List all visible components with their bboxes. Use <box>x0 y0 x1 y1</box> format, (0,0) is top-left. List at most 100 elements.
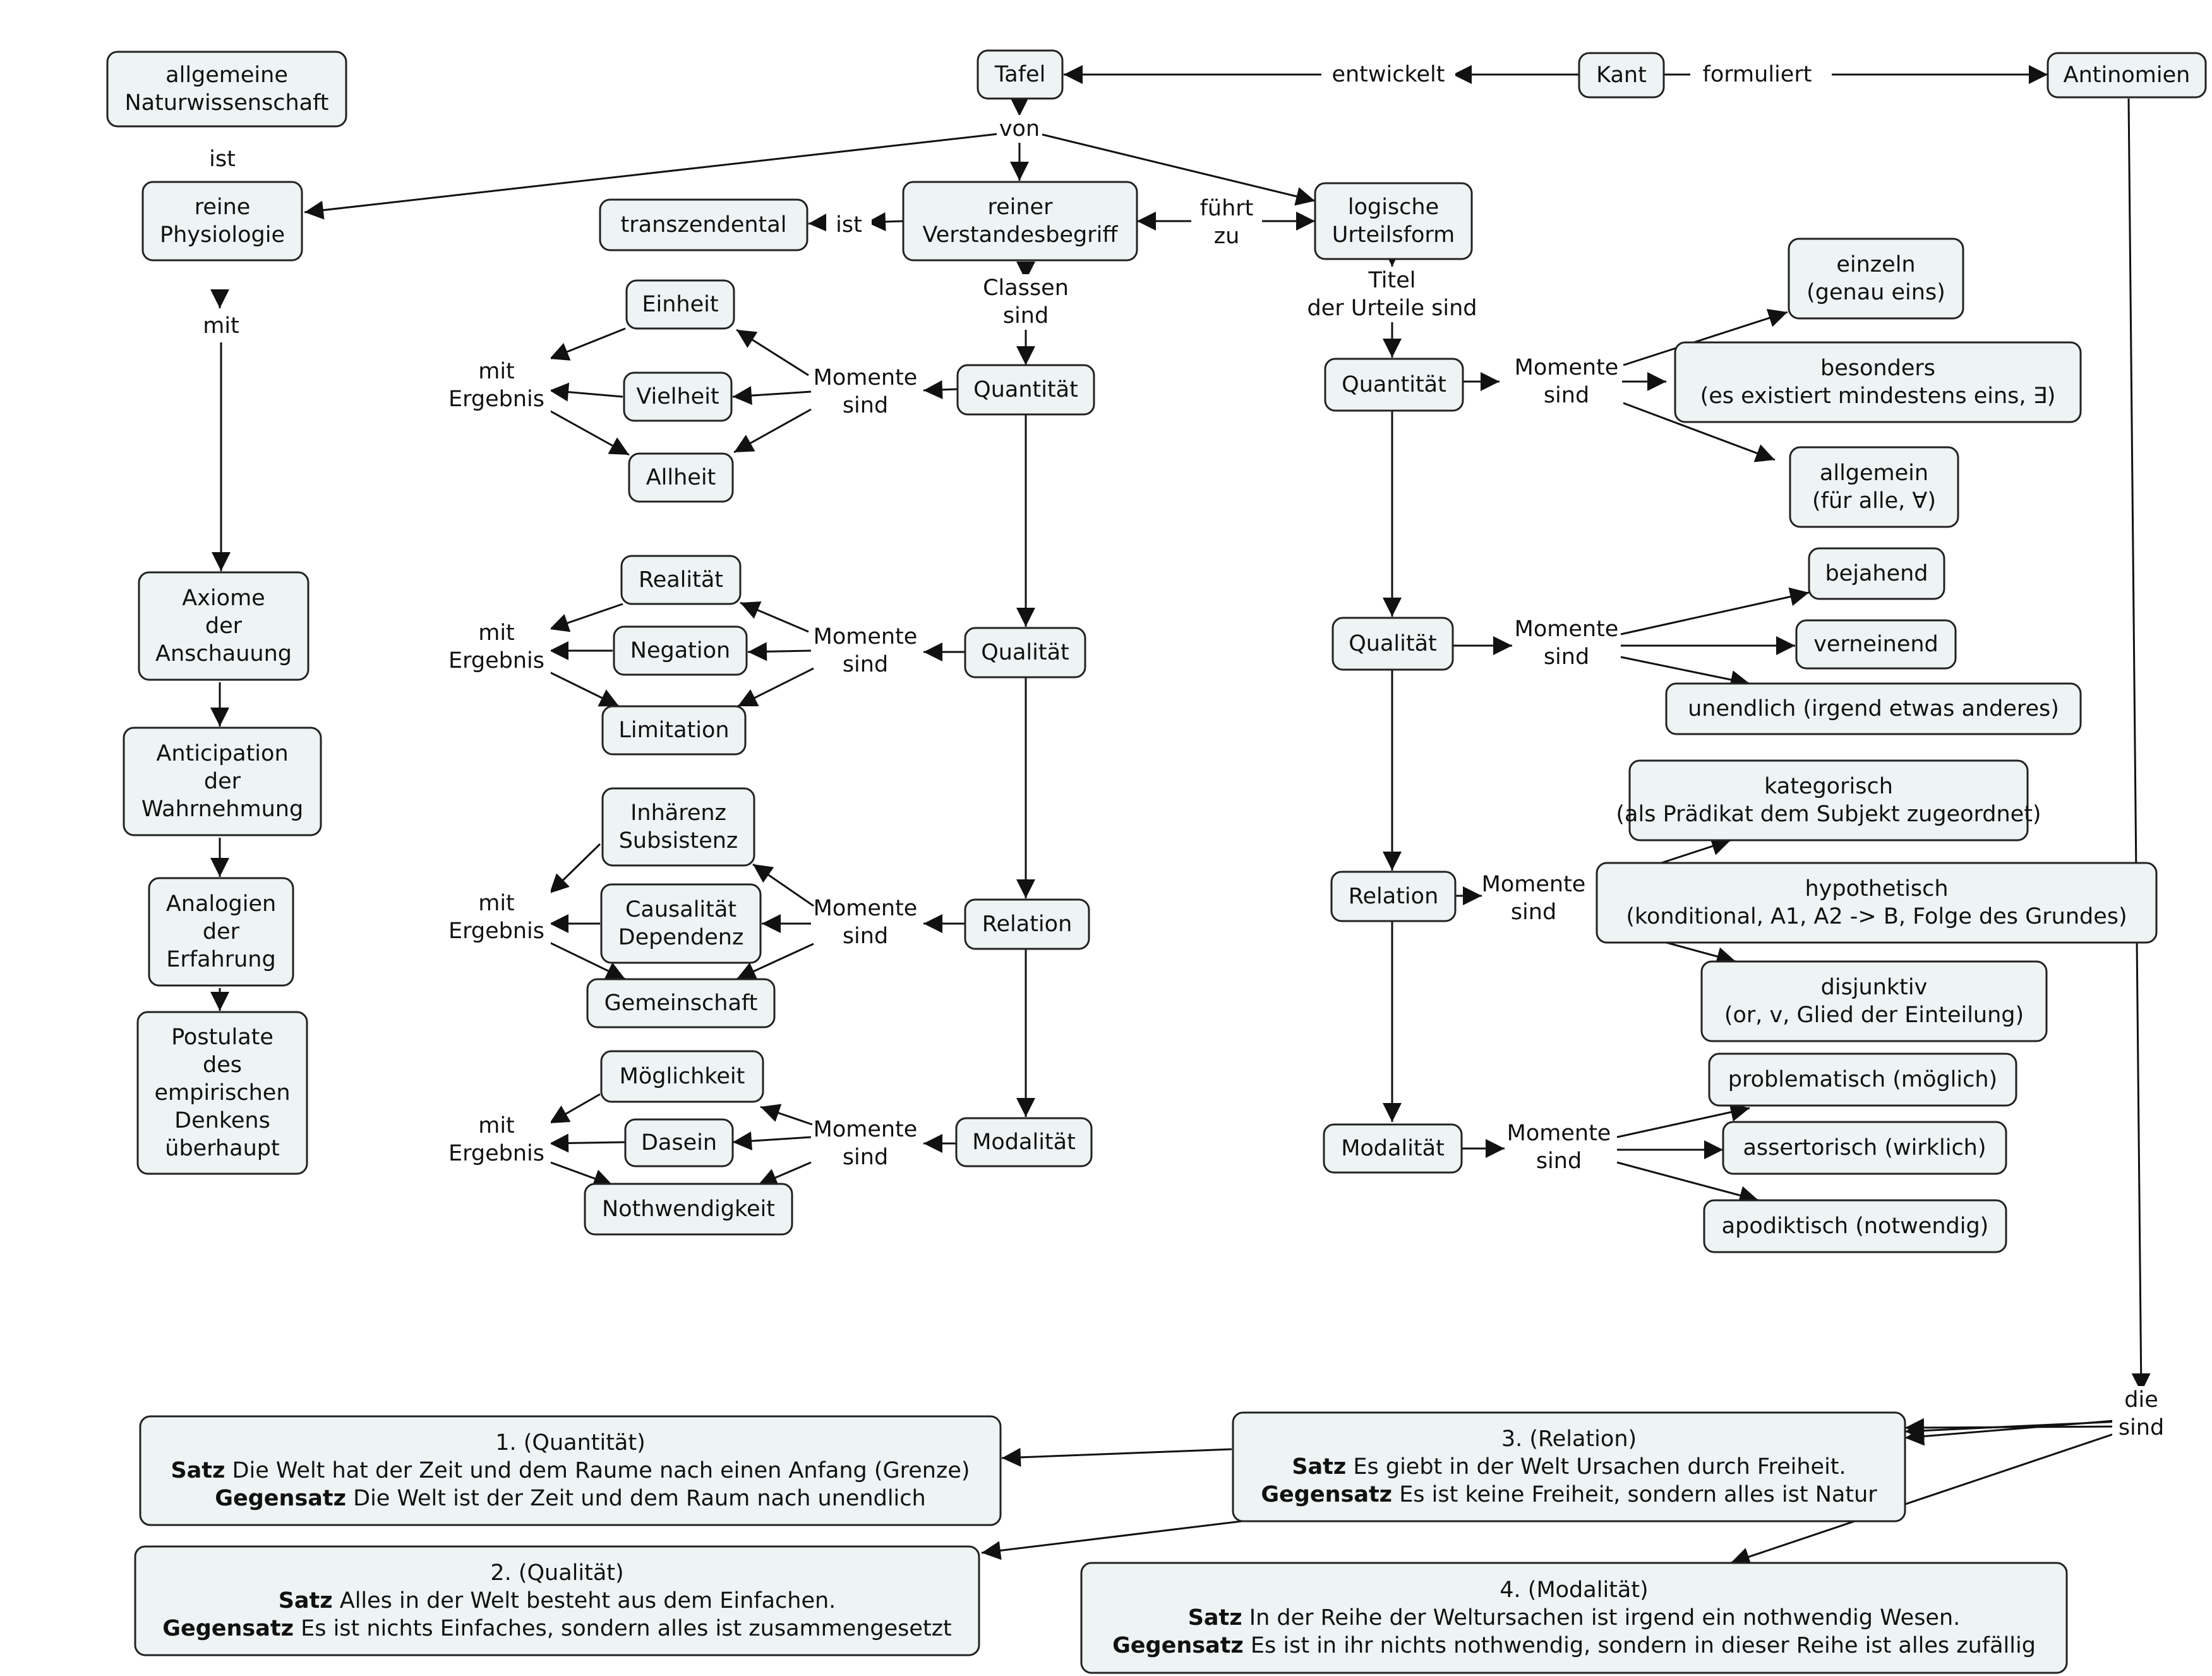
node-hypothetisch: hypothetisch(konditional, A1, A2 -> B, F… <box>1596 862 2158 944</box>
label-background <box>1518 615 1614 671</box>
text-line: hypothetisch <box>1805 876 1948 901</box>
node-transzendental: transzendental <box>599 198 808 251</box>
connector-arrow <box>549 409 630 456</box>
node-box <box>584 1183 793 1236</box>
connector-arrow <box>549 327 626 361</box>
node-box <box>2047 52 2207 99</box>
text-line: formuliert <box>1703 62 1812 87</box>
text-line: Subsistenz <box>619 828 738 853</box>
node-box <box>601 705 747 756</box>
connector-arrow <box>549 671 620 708</box>
text-line: Anschauung <box>155 641 292 666</box>
node-box <box>955 1117 1093 1167</box>
text-line: sind <box>1544 383 1589 408</box>
node-box <box>138 571 310 681</box>
text-line: Momente <box>1515 617 1619 642</box>
text-line: reiner <box>988 195 1054 220</box>
text-line: Relation <box>982 912 1073 937</box>
text-line: Physiologie <box>160 222 285 248</box>
text-line: Inhärenz <box>630 800 726 826</box>
node-kategorisch: kategorisch(als Prädikat dem Subjekt zug… <box>1616 759 2041 841</box>
connector-arrow <box>866 212 904 231</box>
label-background <box>978 274 1074 330</box>
node-box <box>141 181 303 262</box>
connector-arrow <box>760 1104 813 1126</box>
text-line: Urteilsform <box>1332 222 1455 248</box>
antinomy-satz: Satz Alles in der Welt besteht aus dem E… <box>279 1588 836 1613</box>
antinomy-bold-label: Gegensatz <box>1112 1633 1244 1658</box>
node-disjunktiv: disjunktiv(or, v, Glied der Einteilung) <box>1700 960 2048 1042</box>
connector-arrow <box>740 601 809 633</box>
node-box <box>1674 341 2082 423</box>
label-background <box>198 312 244 340</box>
antinomy-bold-label: Satz <box>279 1588 333 1613</box>
label-background <box>442 619 551 675</box>
text-line: (or, v, Glied der Einteilung) <box>1724 1003 2024 1028</box>
node-box <box>625 279 735 330</box>
antinomy-statement: Die Welt ist der Zeit und dem Raum nach … <box>346 1486 926 1511</box>
connector-arrow <box>923 380 958 399</box>
node-nothwendigkeit: Nothwendigkeit <box>584 1183 793 1236</box>
text-line: Quantität <box>1342 372 1446 397</box>
text-line: führt <box>1200 196 1254 221</box>
connection-lines <box>210 65 2151 1566</box>
node-box <box>977 49 1064 100</box>
antinomy-gegensatz: Gegensatz Es ist keine Freiheit, sondern… <box>1261 1482 1877 1507</box>
text-line: Momente <box>1515 355 1619 380</box>
node-box <box>1578 52 1665 99</box>
connector-arrow <box>304 133 999 220</box>
node-box <box>148 877 294 987</box>
text-line: apodiktisch (notwendig) <box>1722 1214 1989 1239</box>
connector-arrow <box>733 408 812 454</box>
node-box <box>599 198 808 251</box>
text-line: Dasein <box>641 1130 717 1155</box>
text-line: der <box>205 613 243 639</box>
connector-arrow <box>1730 1428 2129 1566</box>
node-moeglichkeit: Möglichkeit <box>600 1050 764 1103</box>
node-box <box>1330 871 1457 922</box>
node-qualitaet-k: Qualität <box>964 627 1086 678</box>
antinomy-statement: Alles in der Welt besteht aus dem Einfac… <box>333 1588 836 1613</box>
node-box <box>136 1011 308 1175</box>
antinomy-a3: 3. (Relation)Satz Es giebt in der Welt U… <box>1232 1411 1906 1522</box>
node-box <box>1789 446 1959 528</box>
label-background <box>2112 1386 2170 1442</box>
text-line: transzendental <box>621 212 787 238</box>
antinomy-title: 1. (Quantität) <box>495 1430 646 1456</box>
text-line: sind <box>1536 1148 1582 1174</box>
antinomy-box <box>1080 1562 2068 1674</box>
antinomy-gegensatz: Gegensatz Die Welt ist der Zeit und dem … <box>215 1486 925 1511</box>
node-assertorisch: assertorisch (wirklich) <box>1722 1121 2007 1175</box>
connector-arrow <box>757 1161 812 1186</box>
text-line: Vielheit <box>636 384 719 409</box>
node-box <box>601 787 755 867</box>
antinomy-boxes: 1. (Quantität)Satz Die Welt hat der Zeit… <box>134 1411 2068 1674</box>
link-label-formuliert: formuliert <box>1703 62 1812 87</box>
concept-nodes: allgemeineNaturwissenschaftreinePhysiolo… <box>106 49 2207 1253</box>
text-line: (genau eins) <box>1806 280 1945 305</box>
node-bejahend: bejahend <box>1808 547 1945 600</box>
text-line: sind <box>843 652 888 677</box>
text-line: Ergebnis <box>448 648 544 673</box>
connector-arrow <box>1904 1418 2122 1437</box>
text-line: reine <box>195 195 251 220</box>
node-box <box>956 364 1095 416</box>
node-tafel: Tafel <box>977 49 1064 100</box>
text-line: sind <box>2119 1415 2164 1440</box>
node-box <box>600 883 762 964</box>
text-line: ist <box>209 147 236 172</box>
antinomy-statement: Es ist nichts Einfaches, sondern alles i… <box>294 1616 952 1641</box>
node-kant: Kant <box>1578 52 1665 99</box>
antinomy-title: 2. (Qualität) <box>490 1560 623 1586</box>
antinomy-a4: 4. (Modalität)Satz In der Reihe der Welt… <box>1080 1562 2068 1674</box>
antinomy-a2: 2. (Qualität)Satz Alles in der Welt best… <box>134 1545 980 1656</box>
link-label-entwickelt: entwickelt <box>1331 62 1445 87</box>
label-background <box>1518 354 1614 409</box>
link-label-ist-top: ist <box>209 147 236 172</box>
